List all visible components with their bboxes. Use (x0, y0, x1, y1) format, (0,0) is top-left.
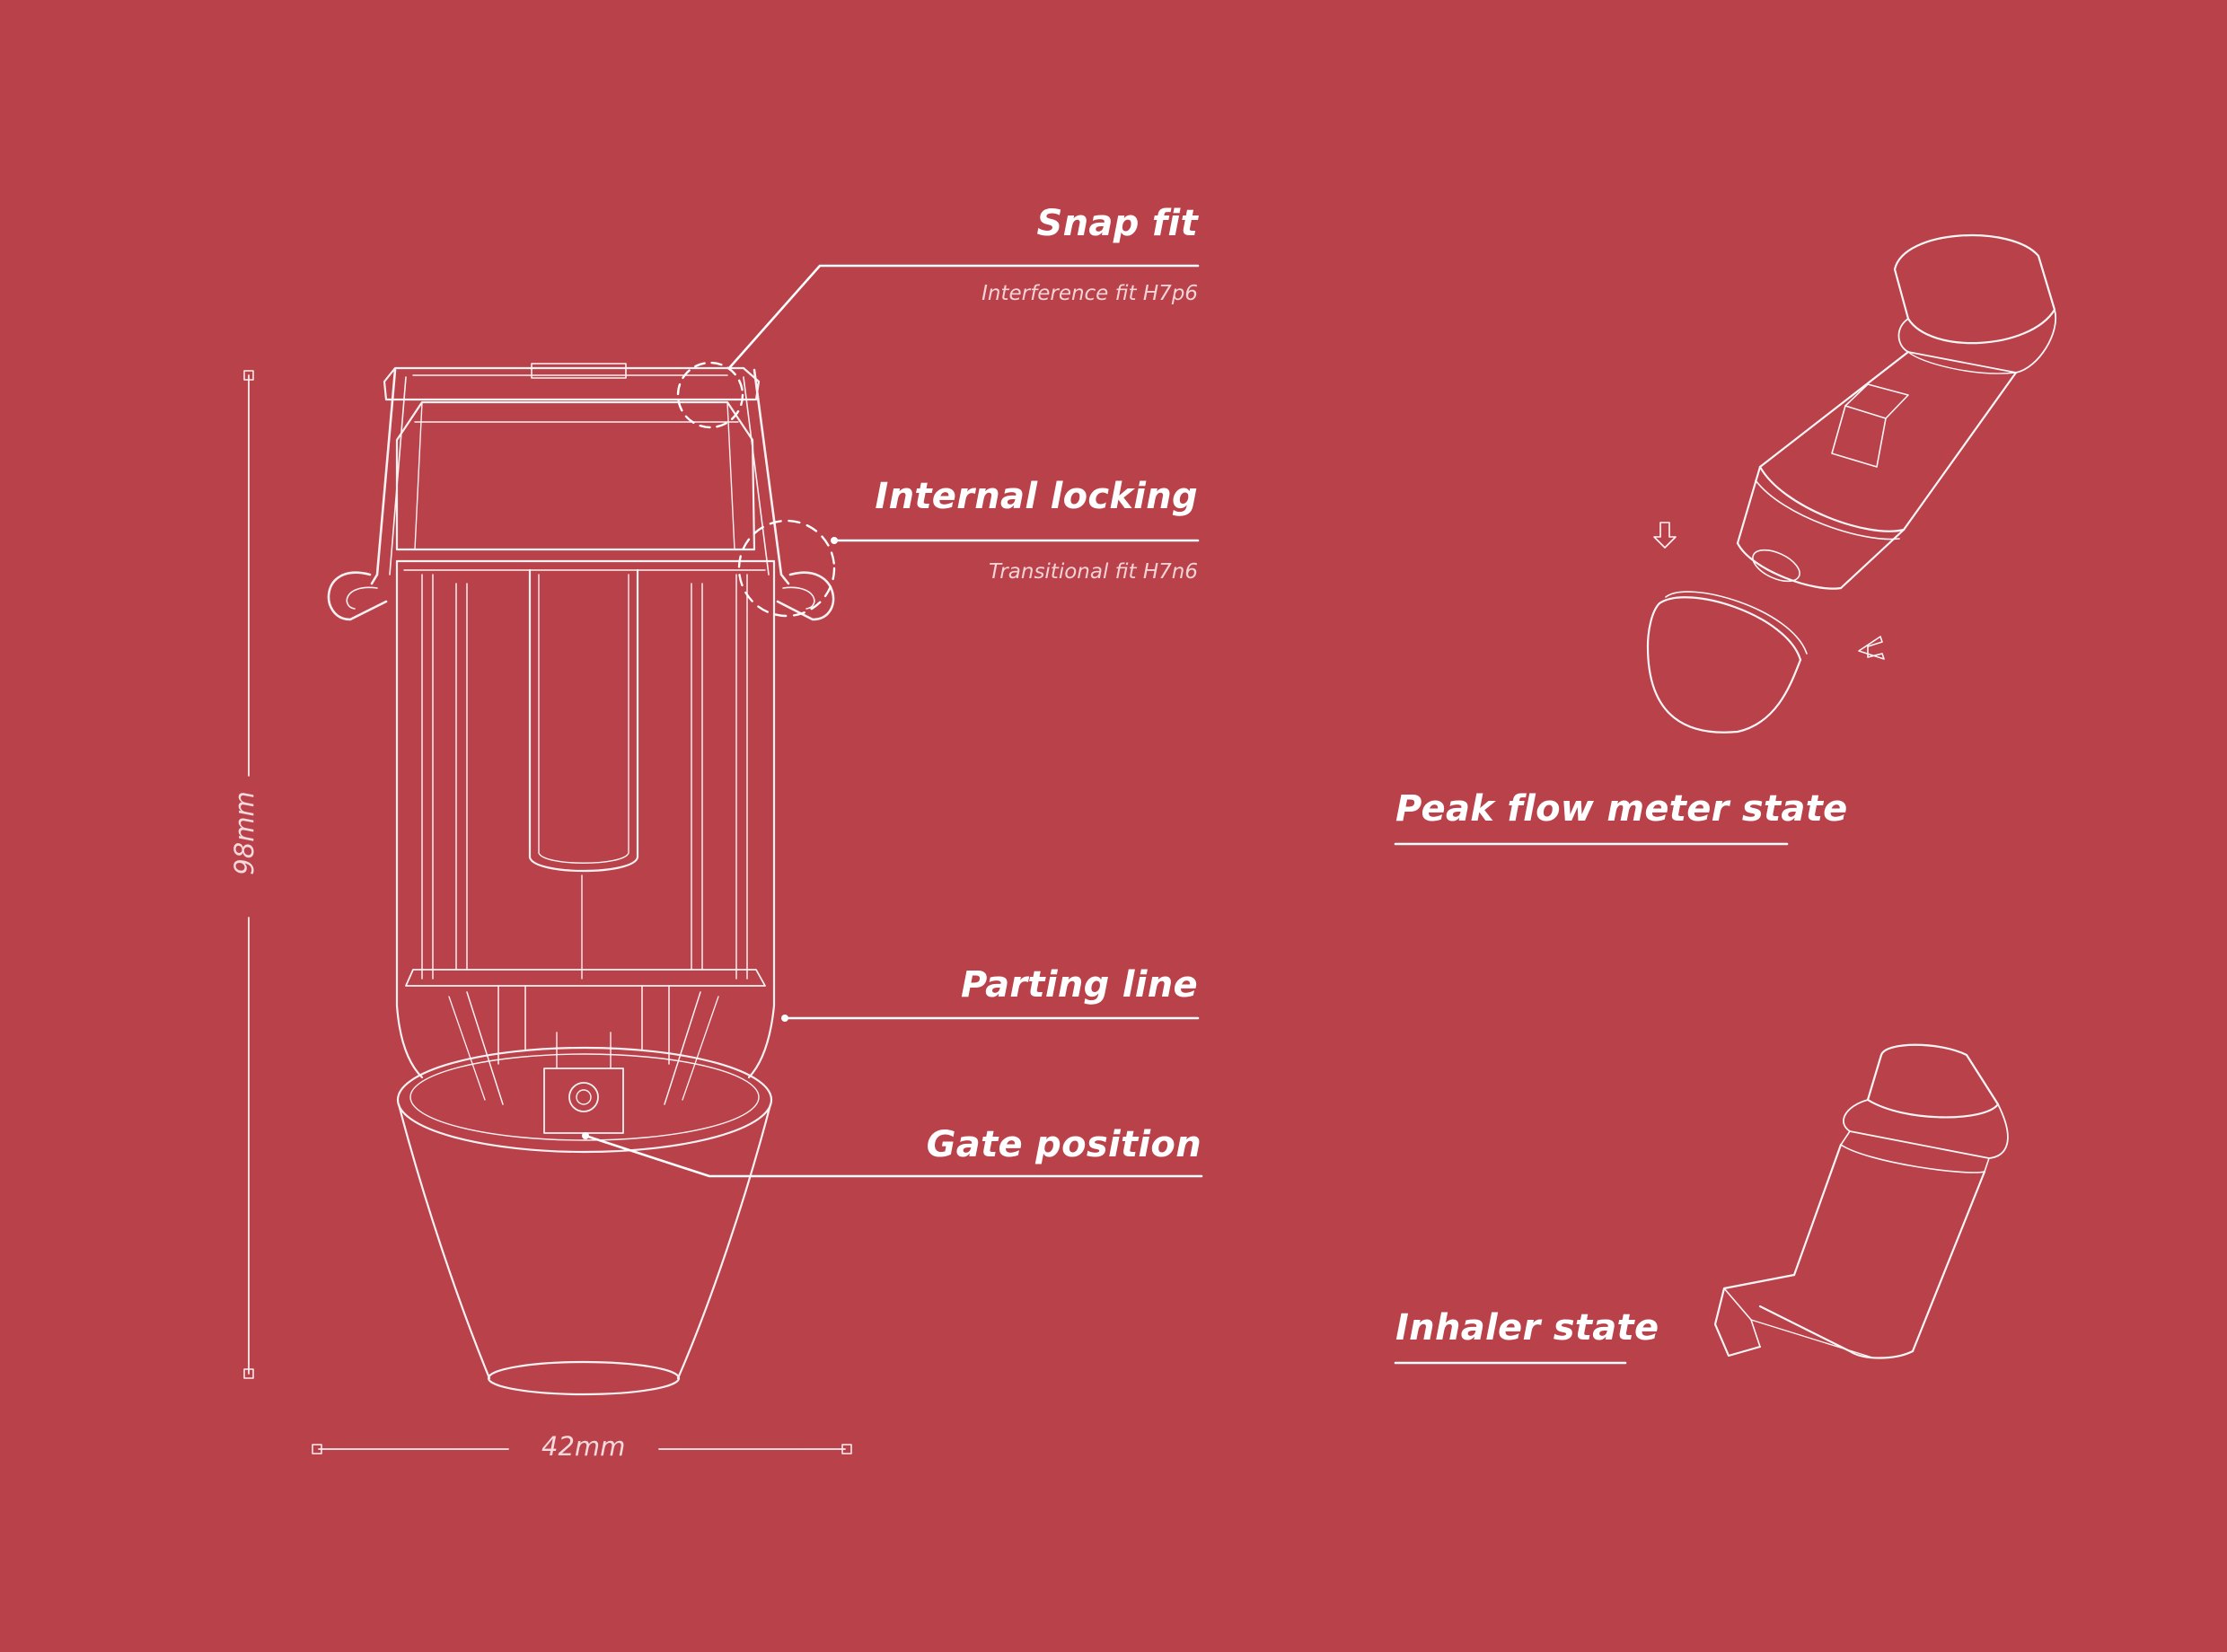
device-wireframe (327, 363, 835, 1396)
peak-flow-state-label: Peak flow meter state (1395, 788, 1848, 830)
inhaler-illustration (1713, 1043, 2009, 1359)
height-dimension-label: 98mm (229, 791, 260, 875)
leader-lines (584, 264, 1789, 1365)
internal-locking-label: Internal locking (875, 476, 1198, 517)
gate-position-label: Gate position (926, 1124, 1202, 1165)
snap-fit-label: Snap fit (1036, 203, 1198, 244)
width-dimension-label: 42mm (541, 1431, 626, 1462)
internal-locking-subtitle: Transitional fit H7n6 (989, 560, 1198, 584)
peak-flow-meter-illustration (1646, 234, 2057, 734)
parting-line-label: Parting line (961, 964, 1198, 1006)
snap-fit-subtitle: Interference fit H7p6 (981, 282, 1198, 305)
internal-locking-detail-circle (737, 519, 836, 618)
inhaler-state-label: Inhaler state (1395, 1307, 1659, 1349)
snap-fit-detail-circle (676, 361, 744, 429)
dimension-lines (243, 370, 852, 1454)
